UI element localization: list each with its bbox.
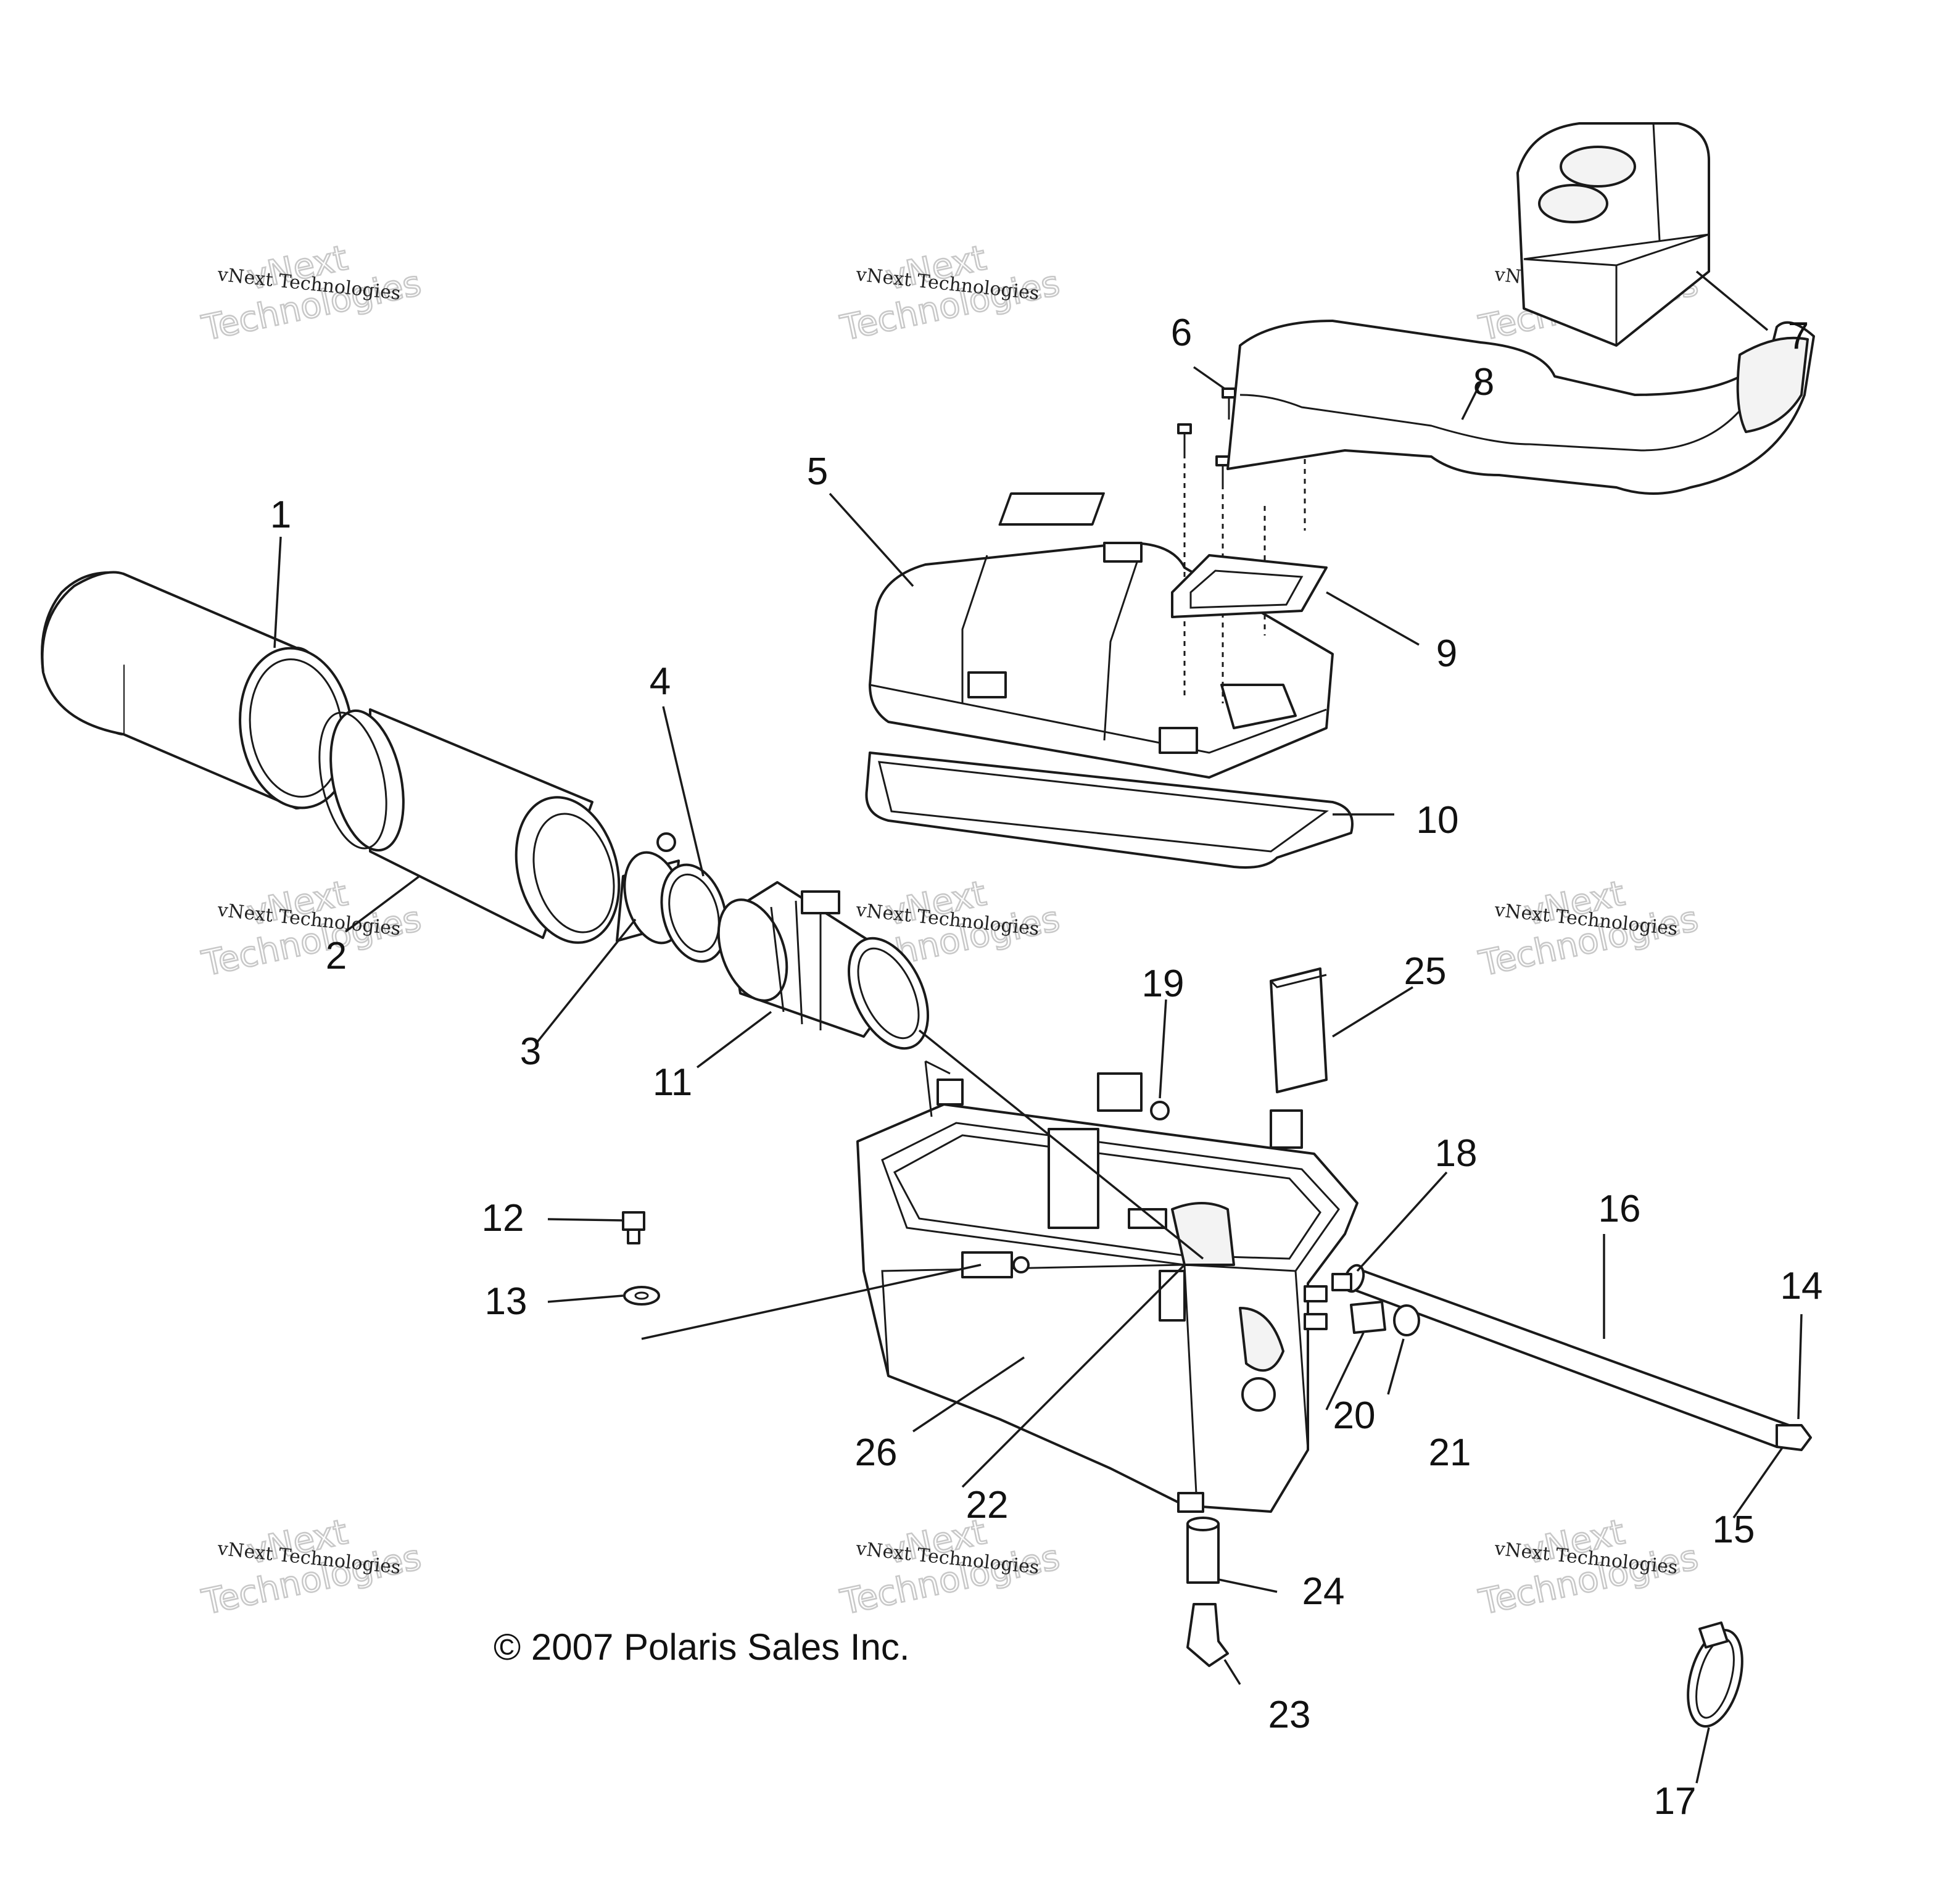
callout-7: 7 <box>1788 315 1809 357</box>
part-20-spacer <box>1350 1301 1386 1334</box>
callout-15: 15 <box>1713 1509 1755 1551</box>
part-16-drain-tube <box>1343 1264 1790 1448</box>
copyright-text: © 2007 Polaris Sales Inc. <box>494 1626 910 1668</box>
part-10-lid-gasket <box>865 751 1354 869</box>
screw-c <box>1177 423 1192 453</box>
callout-11: 11 <box>653 1061 692 1104</box>
callout-5: 5 <box>807 450 828 493</box>
callout-25: 25 <box>1404 950 1447 993</box>
callout-18: 18 <box>1435 1132 1478 1175</box>
part-24-drain-sleeve <box>1186 1517 1220 1584</box>
part-1-prefilter-sleeve <box>41 571 354 809</box>
part-9-duct-gasket <box>1171 554 1328 618</box>
callout-1: 1 <box>270 494 291 536</box>
callout-3: 3 <box>520 1030 541 1073</box>
part-7-foam-pad <box>1516 122 1710 347</box>
callout-20: 20 <box>1333 1394 1376 1437</box>
callout-23: 23 <box>1268 1694 1311 1736</box>
part-21-nut <box>1393 1304 1420 1336</box>
copyright-notice: © 2007 Polaris Sales Inc. <box>494 1626 910 1668</box>
callout-10: 10 <box>1416 799 1459 842</box>
part-4-coupler-ring <box>660 863 728 963</box>
callout-16: 16 <box>1598 1188 1641 1230</box>
callout-2: 2 <box>326 935 347 977</box>
callout-26: 26 <box>855 1431 898 1474</box>
callout-13: 13 <box>485 1280 527 1323</box>
part-2-air-filter <box>318 708 621 944</box>
fitting-nipples <box>1304 1285 1328 1330</box>
part-23-drain-valve <box>1186 1603 1229 1667</box>
part-18-tube-end <box>1331 1273 1352 1291</box>
screw-d <box>1215 455 1230 484</box>
part-13-washer <box>623 1286 660 1306</box>
part-25-foam-block <box>1270 967 1328 1093</box>
callout-14: 14 <box>1780 1265 1823 1307</box>
part-26-airbox-base <box>856 1060 1358 1513</box>
part-12-bolt <box>622 1211 645 1244</box>
callout-9: 9 <box>1436 632 1457 675</box>
callout-19: 19 <box>1142 962 1185 1005</box>
callout-6: 6 <box>1171 312 1192 354</box>
callout-24: 24 <box>1302 1570 1345 1613</box>
callout-22: 22 <box>966 1484 1009 1526</box>
leader-lines <box>273 270 1803 1784</box>
callout-8: 8 <box>1473 361 1494 404</box>
callout-21: 21 <box>1429 1431 1471 1474</box>
callout-17: 17 <box>1654 1780 1697 1823</box>
part-17-hose-clamp <box>1687 1621 1743 1728</box>
callout-12: 12 <box>482 1197 524 1240</box>
callout-4: 4 <box>650 660 671 703</box>
part-11-intake-boot <box>717 881 930 1050</box>
part-14-tube-cap <box>1776 1424 1812 1451</box>
part-8-intake-duct <box>998 320 1815 526</box>
